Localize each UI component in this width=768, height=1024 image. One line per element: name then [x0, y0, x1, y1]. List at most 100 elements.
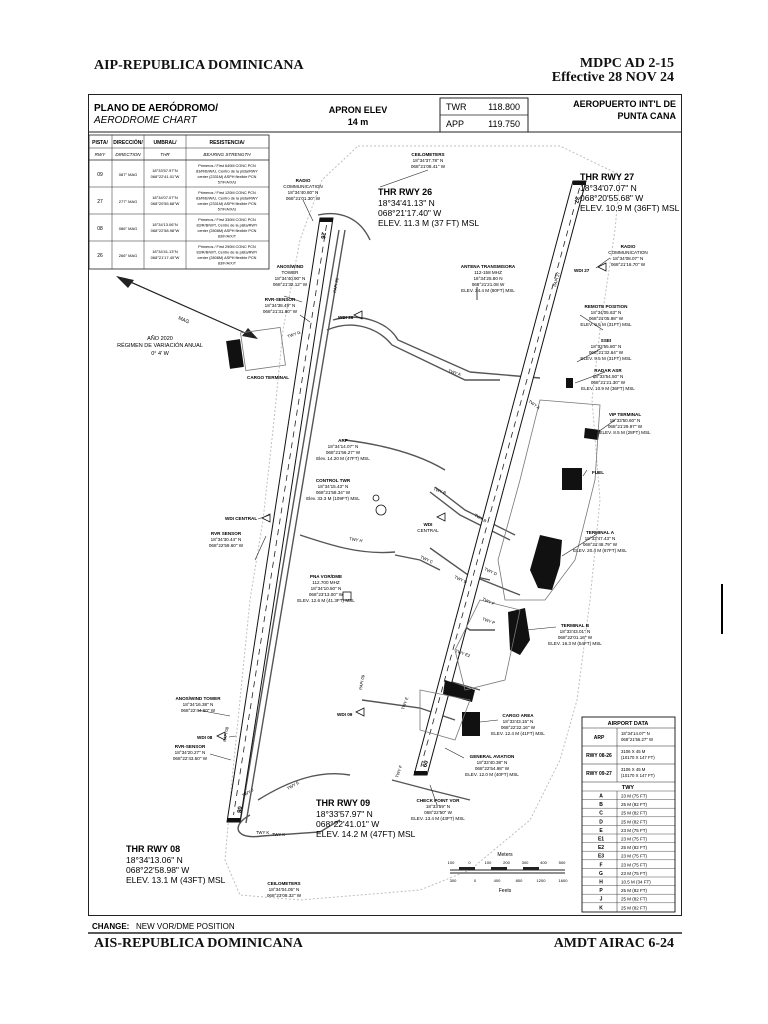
label-ssei-0: SSEI — [601, 338, 611, 343]
label-ssei-2: 068°21'32.64" W — [589, 350, 624, 355]
thr-rwy-26-line-1: 068°21'17.40" W — [378, 208, 441, 218]
thr-rwy-27-line-1: 068°20'55.68" W — [580, 193, 643, 203]
header-right-line2: Effective 28 NOV 24 — [551, 70, 674, 85]
wdi-09-icon — [355, 707, 365, 717]
label-vip-0: VIP TERMINAL — [609, 412, 642, 417]
rwy-cell-08: 08 — [97, 226, 103, 232]
label-antenna-1: 112-158 MHZ — [474, 270, 502, 275]
label-checkpoint-0: CHECK POINT VOR — [417, 798, 461, 803]
label-rvr-mid-1: 18°34'30.44" N — [211, 537, 242, 542]
label-wdi-central-left: WDI CENTRAL — [225, 516, 257, 521]
twy-label-10: TWY G — [287, 330, 302, 339]
runway-table: PISTA/ DIRECCIÓN/ UMBRAL/ RESISTENCIA/ R… — [88, 134, 270, 270]
label-arp-2: 068°21'56.27" W — [326, 450, 361, 455]
rwy-cell-09: 09 — [97, 172, 103, 178]
thr-rwy-08-line-1: 068°22'58.98" W — [126, 865, 189, 875]
mag-year: AÑO 2020 — [147, 335, 173, 342]
rwy-strength-09-1: 83/R/B/W/U, Centro de la pista/RWY — [196, 170, 258, 174]
change-label: CHANGE: — [92, 922, 129, 931]
twy-row-name-C: C — [599, 811, 603, 817]
thr-rwy-08-line-2: ELEV. 13.1 M (43FT) MSL — [126, 875, 226, 885]
rwy-th-es-3: RESISTENCIA/ — [209, 140, 245, 146]
label-radar-0: RADAR ASR — [594, 368, 622, 373]
twy-row-name-G: G — [599, 871, 603, 877]
label-vip-3: ELEV. 8.5 M (28FT) MSL — [599, 430, 651, 435]
rwy-strength-27-3: 57/F/A/X/U — [218, 208, 237, 212]
thr-rwy-09-title: THR RWY 09 — [316, 798, 370, 808]
label-pna-vordme-4: ELEV. 12.6 M (41.3FT) MSL — [297, 598, 355, 603]
rwy-thr-27-1: 068°20'55.68"W — [151, 201, 180, 206]
twy-label-6: TWY D — [484, 566, 498, 576]
footer-right: AMDT AIRAC 6-24 — [553, 936, 674, 951]
label-wdi-central-right-1: CENTRAL — [417, 528, 439, 533]
airport-data-title: AIRPORT DATA — [608, 721, 649, 727]
thr-rwy-08-line-0: 18°34'13.06" N — [126, 855, 183, 865]
rwy-strength-09-2: center (2331M) ASPH flexible PCN — [198, 175, 257, 179]
scale-m-tick-6: 500 — [559, 860, 566, 865]
freq-app-value: 119.750 — [488, 119, 520, 129]
label-checkpoint-3: ELEV. 13.4 M (43FT) MSL — [411, 816, 465, 821]
label-control-twr-2: 068°21'58.34" W — [316, 490, 351, 495]
label-ceilometers-bottom-1: 18°34'04.05" N — [269, 887, 300, 892]
label-terminal-a-1: 18°33'47.43" N — [585, 536, 616, 541]
label-rvr-mid-0: RVR SENSOR — [211, 531, 242, 536]
change-text: NEW VOR/DME POSITION — [136, 922, 235, 931]
rwy-strength-08-3: 83/F/A/X/T — [218, 235, 237, 239]
twy-row-width-A: 23 M (75 FT) — [621, 794, 648, 799]
scale-meters-label: Meters — [497, 852, 513, 858]
label-antenna-4: ELEV. 24.4 M (80FT) MSL — [461, 288, 515, 293]
label-general-aviation-0: GENERAL AVIATION — [470, 754, 515, 759]
twy-row-width-B: 25 M (82 FT) — [621, 802, 648, 807]
rwy-cell-26: 26 — [97, 253, 103, 259]
scale-ft-tick-4: 1200 — [537, 878, 547, 883]
rwy-strength-27-2: center (2331M) ASPH flexible PCN — [198, 202, 257, 206]
twy-row-name-A: A — [599, 794, 603, 800]
label-wdi-09: WDI 09 — [337, 712, 353, 717]
twy-row-name-K: K — [599, 905, 603, 911]
label-rvr-mid-2: 068°22'59.60" W — [209, 543, 244, 548]
label-ssei-1: 18°33'55.80" N — [591, 344, 622, 349]
scale-ft-tick-5: 1600 — [559, 878, 569, 883]
ad-label-2: RWY 09-27 — [586, 771, 612, 777]
rwy-strength-27-0: Primeros / First 120M CONC PCN — [198, 191, 256, 195]
label-checkpoint-1: 18°33'59" N — [426, 804, 450, 809]
scale-m-tick-4: 300 — [522, 860, 529, 865]
rwy-strength-08-1: 83/R/B/W/T, Centro de la pista/RWY — [197, 224, 258, 228]
label-general-aviation-2: 068°22'54.98" W — [475, 766, 510, 771]
cargo-terminal-building — [226, 339, 244, 369]
twy-row-name-H: H — [599, 880, 603, 886]
freq-twr-name: TWR — [446, 102, 467, 112]
header-left: AIP-REPUBLICA DOMINICANA — [94, 58, 304, 73]
vordme-icon — [342, 591, 352, 601]
thr-rwy-09-line-2: ELEV. 14.2 M (47FT) MSL — [316, 829, 416, 839]
label-rvr-bottom-1: 18°34'20.27" N — [175, 750, 206, 755]
thr-rwy-26-line-2: ELEV. 11.3 M (37 FT) MSL — [378, 218, 479, 228]
rwy-26-marking: 26 — [319, 232, 326, 240]
label-control-twr-0: CONTROL TWR — [316, 478, 351, 483]
thr-rwy-09-line-0: 18°33'57.97" N — [316, 809, 373, 819]
rwy-strength-26-3: 83/F/A/X/T — [218, 262, 237, 266]
label-ceilometers-bottom-2: 068°23'08.32" W — [267, 893, 302, 898]
twy-row-width-H: 10.5 M (34 FT) — [621, 880, 651, 885]
twy-row-width-D: 25 M (82 FT) — [621, 819, 648, 824]
airport-name-line2: PUNTA CANA — [618, 111, 677, 121]
twy-row-name-E: E — [599, 828, 603, 834]
rwy-th-es-1: DIRECCIÓN/ — [113, 138, 143, 146]
label-radio-comm-right-0: RADIO — [621, 244, 636, 249]
label-control-twr-3: Elev. 33.3 M (109FT) MSL — [306, 496, 360, 501]
apron-value: 14 m — [348, 117, 369, 127]
runway-09-27: 27 09 — [413, 180, 587, 776]
arp-icon — [372, 494, 380, 502]
rwy-27-marking: 27 — [572, 195, 580, 204]
twy-row-width-K: 25 M (82 FT) — [621, 905, 648, 910]
label-rvr-bottom-2: 068°22'43.50" W — [173, 756, 208, 761]
twy-label-7: TWY E — [400, 696, 409, 710]
twy-row-name-E1: E1 — [598, 837, 604, 843]
label-control-twr-1: 18°34'15.43" N — [318, 484, 349, 489]
twy-row-width-G: 23 M (75 FT) — [621, 871, 648, 876]
ad-value-2-1: (10170 X 147 FT) — [621, 773, 655, 778]
thr-rwy-27-line-2: ELEV. 10.9 M (36FT) MSL — [580, 203, 680, 213]
wdi-central-left-icon — [261, 513, 271, 523]
rwy-th-en-0: RWY — [95, 152, 107, 157]
